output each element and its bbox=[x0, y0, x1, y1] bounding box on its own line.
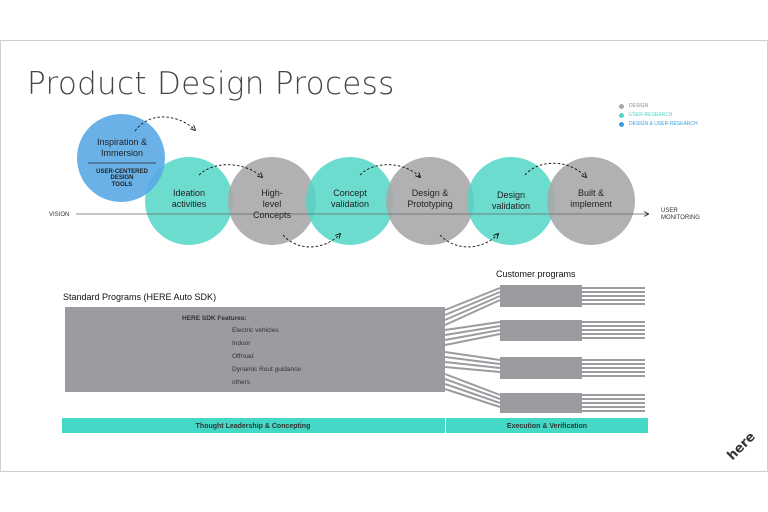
stage-label-design-prototyping-1: Design & bbox=[412, 188, 449, 198]
legend-label-design-and-user-research: DESIGN & USER-RESEARCH bbox=[629, 121, 698, 127]
stage-label-high-level-2: level bbox=[263, 199, 282, 209]
stage-label-design-validation-2: validation bbox=[492, 201, 530, 211]
customer-programs-label: Customer programs bbox=[496, 269, 576, 279]
thought-leadership-bar bbox=[62, 418, 445, 433]
stage-label-built-implement-1: Built & bbox=[578, 188, 604, 198]
stage-label-ideation-1: Ideation bbox=[173, 188, 205, 198]
inspiration-label-2: Immersion bbox=[101, 148, 143, 158]
page-title: Product Design Process bbox=[27, 66, 395, 102]
arrow-high-level bbox=[282, 234, 340, 248]
sdk-feature-electric-vehicles: Electric vehicles bbox=[232, 327, 279, 334]
stage-label-built-implement-2: implement bbox=[570, 199, 612, 209]
stage-circle-built-implement bbox=[547, 157, 635, 245]
stage-circle-ideation bbox=[145, 157, 233, 245]
execution-verification-label: Execution & Verification bbox=[507, 423, 587, 430]
legend-dot-design bbox=[619, 104, 624, 109]
sdk-feature-indoor: Indoor bbox=[232, 340, 251, 347]
legend: DESIGN USER-RESEARCH DESIGN & USER-RESEA… bbox=[619, 102, 698, 129]
legend-dot-design-and-user-research bbox=[619, 122, 624, 127]
stage-label-concept-validation-2: validation bbox=[331, 199, 369, 209]
execution-verification-bar bbox=[446, 418, 648, 433]
slide: Product Design Process DESIGN USER-RESEA… bbox=[0, 40, 768, 472]
customer-program-block-1 bbox=[500, 285, 582, 307]
legend-item-design-and-user-research: DESIGN & USER-RESEARCH bbox=[619, 120, 698, 129]
arrow-design-validation bbox=[524, 162, 586, 177]
stage-label-ideation-2: activities bbox=[172, 199, 207, 209]
axis-start-label: VISION bbox=[49, 212, 69, 218]
stage-label-design-prototyping-2: Prototyping bbox=[407, 199, 453, 209]
legend-item-design: DESIGN bbox=[619, 102, 698, 111]
arrow-inspiration bbox=[134, 116, 195, 131]
arrow-concept-validation bbox=[359, 164, 420, 177]
program-fan-lines bbox=[444, 287, 501, 408]
legend-label-design: DESIGN bbox=[629, 103, 649, 109]
inspiration-label-1: Inspiration & bbox=[97, 137, 147, 147]
stage-circles bbox=[77, 114, 635, 245]
stage-label-high-level-3: Concepts bbox=[253, 210, 292, 220]
stage-circle-design-prototyping bbox=[386, 157, 474, 245]
legend-item-user-research: USER-RESEARCH bbox=[619, 111, 698, 120]
arrow-ideation bbox=[198, 164, 262, 177]
sdk-feature-others: others bbox=[232, 379, 251, 386]
axis-end-label-2: MONITORING bbox=[661, 215, 700, 221]
inspiration-circle bbox=[77, 114, 165, 202]
stage-circle-design-validation bbox=[467, 157, 555, 245]
thought-leadership-label: Thought Leadership & Concepting bbox=[196, 423, 311, 430]
inspiration-sub-3: TOOLS bbox=[112, 182, 133, 188]
legend-dot-user-research bbox=[619, 113, 624, 118]
dashed-arrows bbox=[134, 116, 586, 248]
standard-programs-label: Standard Programs (HERE Auto SDK) bbox=[63, 292, 216, 302]
sdk-feature-dynamic-rout-guidance: Dynamic Rout guidance bbox=[232, 366, 301, 373]
program-out-lines bbox=[580, 287, 645, 412]
stage-label-design-validation-1: Design bbox=[497, 190, 525, 200]
standard-programs-block bbox=[65, 307, 445, 392]
customer-program-block-3 bbox=[500, 357, 582, 379]
axis-end-label-1: USER bbox=[661, 208, 678, 214]
stage-label-high-level-1: High- bbox=[261, 188, 283, 198]
stage-circle-high-level-concepts bbox=[228, 157, 316, 245]
sdk-features-title: HERE SDK Features: bbox=[182, 315, 247, 322]
inspiration-sub-2: DESIGN bbox=[110, 175, 133, 181]
stage-circle-concept-validation bbox=[306, 157, 394, 245]
customer-program-block-2 bbox=[500, 320, 582, 341]
arrow-design-prototyping bbox=[439, 234, 498, 248]
stage-label-concept-validation-1: Concept bbox=[333, 188, 367, 198]
customer-program-block-4 bbox=[500, 393, 582, 413]
legend-label-user-research: USER-RESEARCH bbox=[629, 112, 673, 118]
sdk-feature-offroad: Offroad bbox=[232, 353, 254, 360]
inspiration-sub-1: USER-CENTERED bbox=[96, 169, 148, 175]
